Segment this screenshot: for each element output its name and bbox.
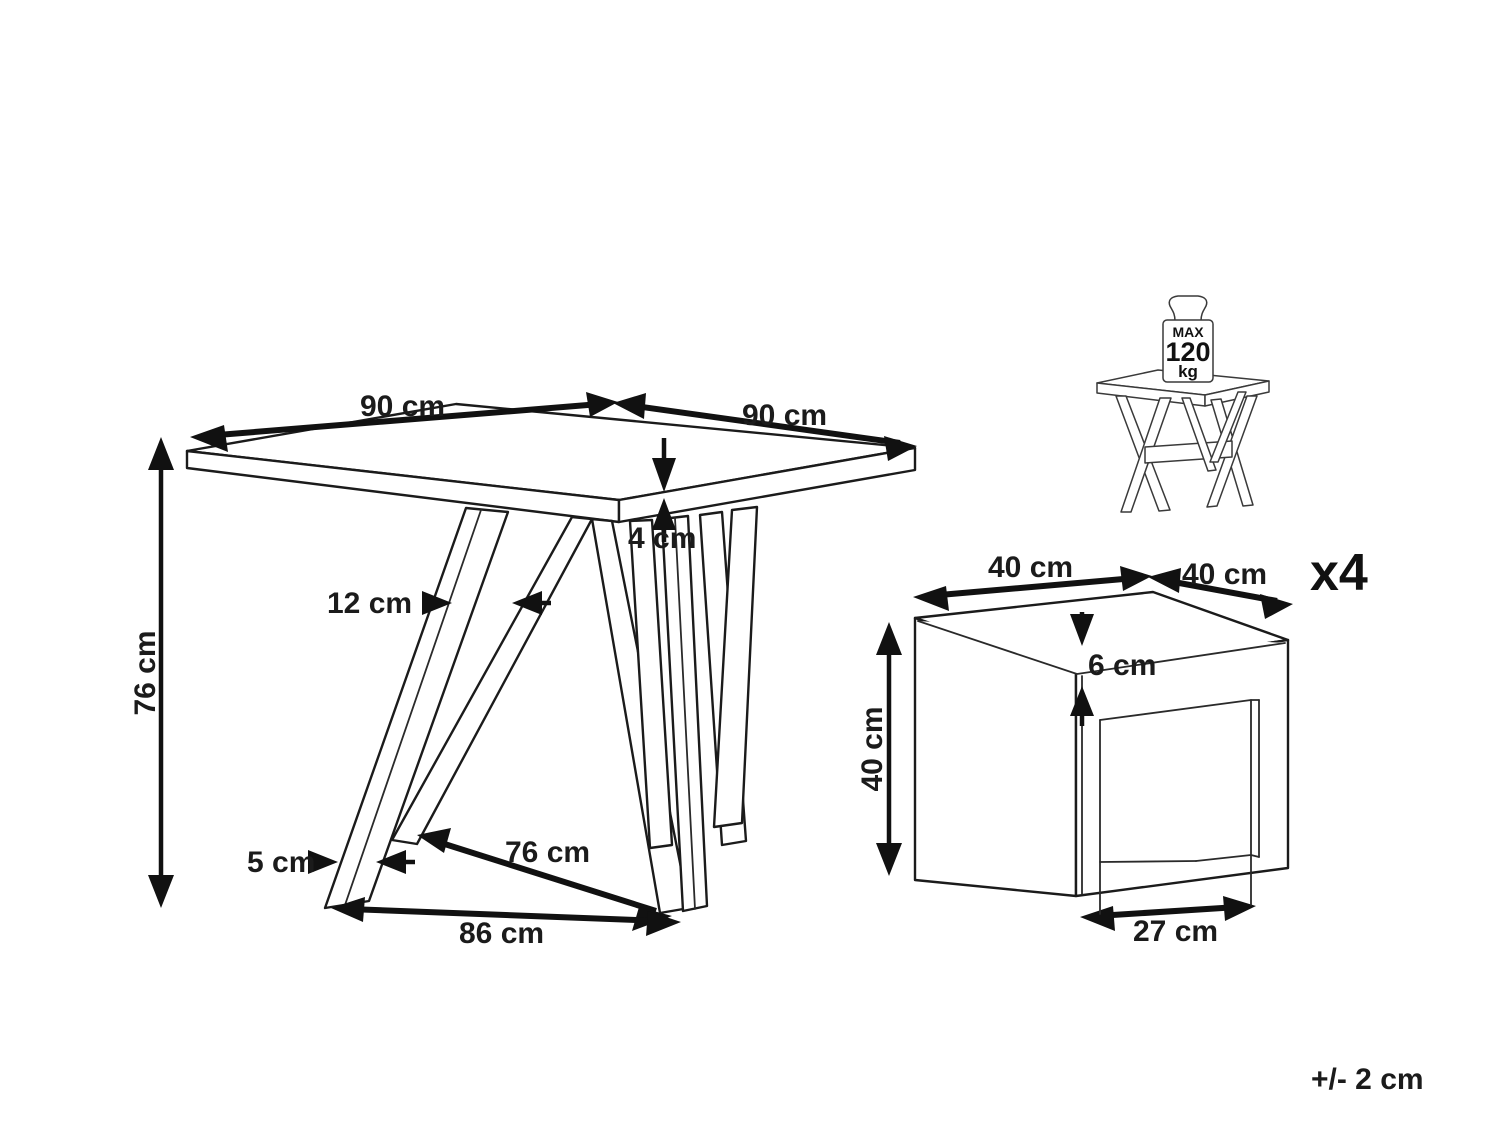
table-thickness-label: 4 cm	[628, 522, 696, 555]
tolerance-label: +/- 2 cm	[1311, 1063, 1424, 1096]
stool-thickness-label: 6 cm	[1088, 649, 1156, 682]
table-depth-dimension: 90 cm	[613, 393, 917, 461]
table-thickness-dimension: 4 cm	[628, 438, 696, 555]
table-base-outer-dimension: 86 cm	[331, 897, 681, 950]
max-load-value-label: 120	[1165, 337, 1210, 367]
max-load-unit-label: kg	[1178, 362, 1198, 381]
max-load-illustration: MAX 120 kg	[1096, 295, 1270, 513]
stool-height-dimension: 40 cm	[856, 622, 902, 876]
stool-width-dimension: 40 cm	[913, 551, 1152, 611]
stool-opening-dimension: 27 cm	[1080, 854, 1256, 948]
table-top-slab	[185, 402, 917, 524]
stool-body	[913, 590, 1290, 898]
table-base-inner-label: 76 cm	[505, 836, 590, 869]
max-load-max-label: MAX	[1172, 324, 1204, 340]
table-leg-width-label: 12 cm	[327, 587, 412, 620]
table-height-label: 76 cm	[129, 630, 162, 715]
table-base-outer-label: 86 cm	[459, 917, 544, 950]
stool-quantity-label: x4	[1310, 544, 1368, 602]
stool-height-label: 40 cm	[856, 706, 889, 791]
table-leg-width-dimension: 12 cm	[327, 587, 551, 620]
table-leg-thickness-dimension: 5 cm	[247, 846, 415, 879]
table-width-dimension: 90 cm	[190, 390, 618, 452]
table-width-label: 90 cm	[360, 390, 445, 423]
stool-depth-label: 40 cm	[1182, 558, 1267, 591]
table-depth-label: 90 cm	[742, 399, 827, 432]
stool-thickness-dimension: 6 cm	[1070, 612, 1156, 726]
stool-depth-dimension: 40 cm	[1148, 558, 1293, 619]
stool-width-label: 40 cm	[988, 551, 1073, 584]
table-height-dimension: 76 cm	[129, 437, 174, 908]
table-legs	[323, 505, 759, 915]
table-leg-thickness-label: 5 cm	[247, 846, 315, 879]
stool-opening-label: 27 cm	[1133, 915, 1218, 948]
weight-icon: MAX 120 kg	[1162, 295, 1214, 383]
